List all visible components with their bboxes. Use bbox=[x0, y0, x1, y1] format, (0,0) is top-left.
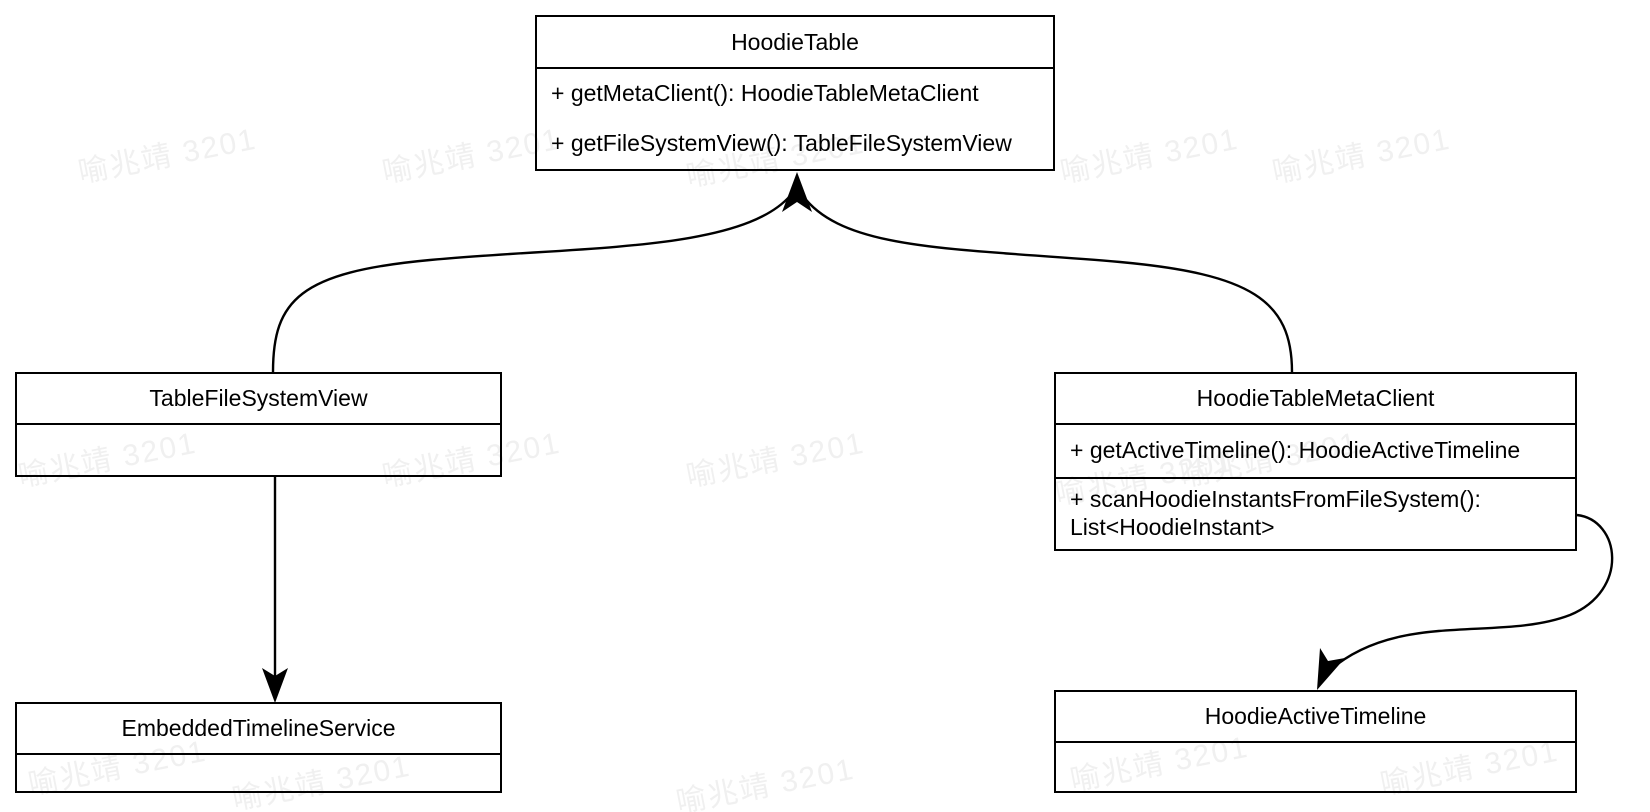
uml-class-name: HoodieActiveTimeline bbox=[1056, 692, 1575, 743]
uml-class-hoodie-table-meta-client[interactable]: HoodieTableMetaClient + getActiveTimeline… bbox=[1054, 372, 1577, 551]
edge-tablefilesystemview-to-hoodietable bbox=[271, 172, 812, 373]
watermark-text: 喻兆靖 3201 bbox=[673, 752, 858, 812]
uml-class-hoodie-table[interactable]: HoodieTable+ getMetaClient(): HoodieTabl… bbox=[535, 15, 1055, 171]
watermark-text: 喻兆靖 3201 bbox=[683, 426, 868, 494]
uml-member-text: + getMetaClient(): HoodieTableMetaClient bbox=[551, 80, 979, 107]
uml-class-name: TableFileSystemView bbox=[17, 374, 500, 425]
watermark-text: 喻兆靖 3201 bbox=[1057, 122, 1242, 190]
uml-member-text: + getActiveTimeline(): HoodieActiveTimel… bbox=[1070, 437, 1521, 464]
uml-members-compartment bbox=[17, 755, 500, 791]
uml-member-text: + scanHoodieInstantsFromFileSystem(): Li… bbox=[1070, 486, 1481, 540]
uml-class-name: HoodieTableMetaClient bbox=[1056, 374, 1575, 425]
edge-hoodietablemetaclient-to-hoodietable bbox=[802, 195, 1294, 373]
uml-members-compartment: + getMetaClient(): HoodieTableMetaClient… bbox=[537, 69, 1053, 169]
uml-class-embedded-timeline-service[interactable]: EmbeddedTimelineService bbox=[15, 702, 502, 793]
watermark-text: 喻兆靖 3201 bbox=[1269, 122, 1454, 190]
uml-class-hoodie-active-timeline[interactable]: HoodieActiveTimeline bbox=[1054, 690, 1577, 793]
uml-member-row: + scanHoodieInstantsFromFileSystem(): Li… bbox=[1056, 479, 1575, 549]
uml-class-table-file-system-view[interactable]: TableFileSystemView bbox=[15, 372, 502, 477]
edge-tablefilesystemview-to-embeddedtimelineservice bbox=[262, 477, 288, 703]
uml-members-compartment bbox=[1056, 743, 1575, 791]
uml-class-name: HoodieTable bbox=[537, 17, 1053, 69]
watermark-text: 喻兆靖 3201 bbox=[75, 122, 260, 190]
uml-member-text: + getFileSystemView(): TableFileSystemVi… bbox=[551, 130, 1012, 157]
uml-class-name: EmbeddedTimelineService bbox=[17, 704, 500, 755]
uml-members-compartment bbox=[17, 425, 500, 475]
uml-member-row: + getActiveTimeline(): HoodieActiveTimel… bbox=[1056, 425, 1575, 479]
